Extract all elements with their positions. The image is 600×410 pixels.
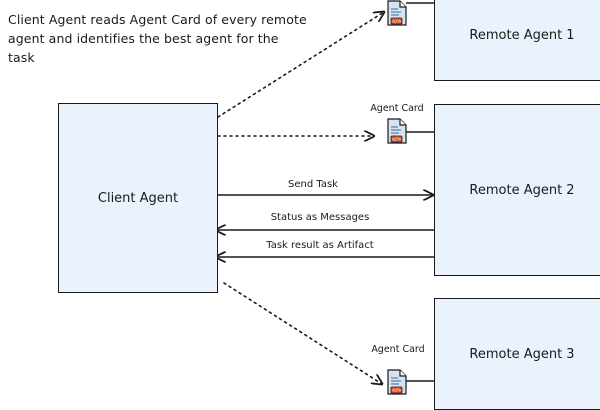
client-agent-label: Client Agent [97,190,179,206]
remote-agent-2-box: Remote Agent 2 [434,104,600,276]
remote-agent-3-label: Remote Agent 3 [469,346,575,362]
remote-agent-1-box: Remote Agent 1 [434,0,600,81]
intro-annotation: Client Agent reads Agent Card of every r… [8,12,307,65]
remote-agent-3-box: Remote Agent 3 [434,298,600,410]
diagram-canvas: </> [0,0,600,395]
send-task-label: Send Task [288,179,338,190]
remote-agent-1-label: Remote Agent 1 [469,28,575,43]
remote-agent-2-label: Remote Agent 2 [469,182,575,198]
dotted-arrow-to-card-3 [223,282,382,384]
agent-card-icon-2 [387,118,407,144]
agent-card-icon-1 [387,0,407,26]
agent-card-3-label: Agent Card [371,344,425,355]
dotted-arrow-to-card-1 [217,12,384,118]
agent-card-2-label: Agent Card [370,103,424,114]
agent-card-icon-3 [387,369,407,395]
status-messages-label: Status as Messages [270,212,370,223]
task-result-label: Task result as Artifact [266,240,374,251]
client-agent-box: Client Agent [58,103,218,293]
